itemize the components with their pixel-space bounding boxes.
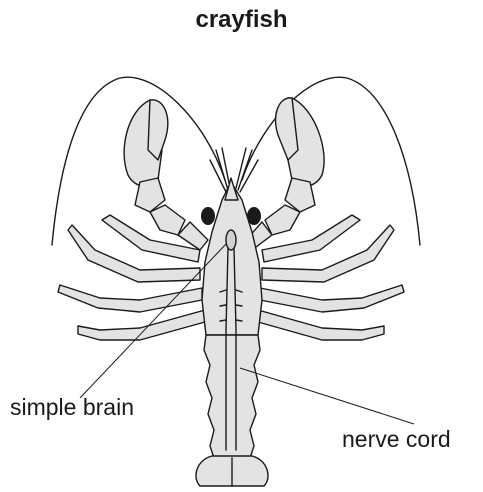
right-eye (247, 207, 261, 225)
right-legs (258, 215, 404, 340)
simple-brain-label: simple brain (10, 394, 134, 421)
right-claw (246, 98, 324, 250)
left-eye (201, 207, 215, 225)
brain-structure (226, 230, 236, 250)
left-feelers (210, 148, 230, 192)
nerve-cord-leader-line (240, 368, 414, 424)
right-feelers (236, 148, 258, 192)
carapace (202, 182, 262, 335)
abdomen (204, 335, 260, 458)
nerve-cord-label: nerve cord (342, 426, 451, 453)
